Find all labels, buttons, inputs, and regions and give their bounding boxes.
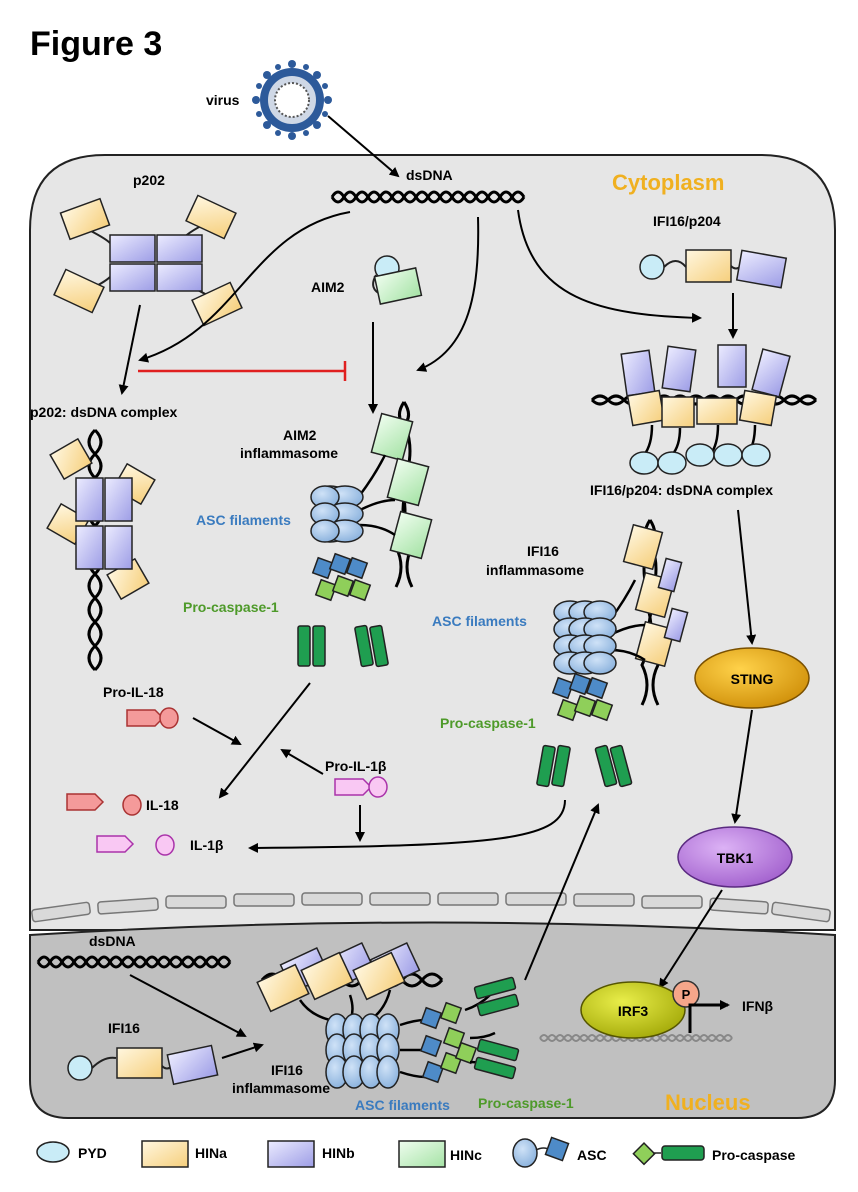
legend: PYD HINa HINb HINc ASC Pro-caspase — [36, 1136, 795, 1168]
pro-il1b-label: Pro-IL-1β — [325, 758, 387, 774]
ifnb-label: IFNβ — [742, 998, 774, 1014]
dsdna-nuc-helix — [36, 955, 232, 969]
il1b-label: IL-1β — [190, 837, 224, 853]
virus-icon — [252, 60, 332, 140]
ifi16-nuc-inflammasome-label-2: inflammasome — [232, 1080, 330, 1096]
p202-label: p202 — [133, 172, 165, 188]
pro-il18-icon — [126, 707, 179, 729]
legend-procaspase-label: Pro-caspase — [712, 1147, 795, 1163]
ifi16-inflammasome-label-2: inflammasome — [486, 562, 584, 578]
aim2-inflammasome-label-1: AIM2 — [283, 427, 317, 443]
aim2-protein — [372, 255, 423, 305]
legend-hinc-label: HINc — [450, 1147, 482, 1163]
dsdna-to-ifi16-complex-arrow — [517, 209, 702, 323]
aim2-to-il18-arrow — [218, 682, 311, 799]
phosphate-badge: P — [672, 980, 700, 1008]
sting-to-tbk1-arrow — [731, 709, 753, 824]
pro-caspase-label-1: Pro-caspase-1 — [183, 599, 279, 615]
asc-filaments-label-2: ASC filaments — [432, 613, 527, 629]
dsdna-to-p202-arrow — [138, 211, 351, 363]
ifi16-nuc-label: IFI16 — [108, 1020, 140, 1036]
p202-to-complex-arrow — [118, 304, 141, 395]
phosphate-label: P — [682, 987, 691, 1002]
dsdna-to-aim2-inflammasome-arrow — [416, 216, 480, 372]
sting-node: STING — [694, 647, 810, 709]
dsdna-top-helix — [330, 190, 526, 204]
p202-tetramer — [53, 194, 243, 327]
ifi16-p204-label: IFI16/p204 — [653, 213, 721, 229]
il1b-icon — [96, 834, 175, 856]
legend-hina-swatch — [141, 1140, 189, 1168]
legend-hina-label: HINa — [195, 1145, 227, 1161]
aim2-label: AIM2 — [311, 279, 345, 295]
ifi16-inflammasome-label-1: IFI16 — [527, 543, 559, 559]
tbk1-label: TBK1 — [717, 850, 754, 866]
legend-asc-swatch — [512, 1136, 570, 1168]
legend-pyd-swatch — [36, 1141, 70, 1163]
pro-caspase-label-2: Pro-caspase-1 — [440, 715, 536, 731]
virus-to-dsdna-arrow — [327, 115, 400, 178]
legend-hinc-swatch — [398, 1140, 446, 1168]
dsdna-nuc-arrow — [129, 974, 247, 1037]
pro-il1b-icon — [334, 776, 388, 798]
sting-label: STING — [731, 671, 774, 687]
pro-il18-arrow — [192, 717, 242, 745]
ifi16-nuc-inflammasome-label-1: IFI16 — [271, 1062, 303, 1078]
ifi16-to-il1b-arrow — [248, 799, 566, 853]
ifi16-p204-complex-label: IFI16/p204: dsDNA complex — [590, 482, 773, 498]
legend-asc-label: ASC — [577, 1147, 607, 1163]
asc-filaments-label-3: ASC filaments — [355, 1097, 450, 1113]
pro-il18-label: Pro-IL-18 — [103, 684, 164, 700]
p202-inhibition-line — [138, 361, 347, 381]
ifi16-nuc-arrow — [221, 1042, 264, 1059]
tbk1-node: TBK1 — [677, 826, 793, 888]
il18-icon — [66, 793, 142, 816]
tbk1-to-irf3-arrow — [658, 889, 723, 989]
legend-procaspase-swatch — [632, 1142, 705, 1166]
complex-to-sting-arrow — [737, 509, 757, 645]
ifi16-p204-protein — [639, 249, 788, 289]
cytoplasm-label: Cytoplasm — [612, 170, 724, 195]
legend-hinb-label: HINb — [322, 1145, 355, 1161]
ifi16-nuc-inflammasome — [256, 941, 520, 1089]
ifi16-nuc-protein — [67, 1044, 219, 1086]
p202-dsdna-complex — [46, 428, 156, 672]
transcription-arrow — [688, 1000, 730, 1033]
dsdna-nuc-label: dsDNA — [89, 933, 136, 949]
nucleus-label: Nucleus — [665, 1090, 751, 1115]
nuc-to-cyto-arrow — [524, 803, 600, 981]
dsdna-top-label: dsDNA — [406, 167, 453, 183]
figure-title: Figure 3 — [30, 25, 162, 63]
ifi16-inflammasome-cyto — [536, 519, 689, 788]
il18-label: IL-18 — [146, 797, 179, 813]
ifi16-dsdna-complex — [590, 344, 818, 475]
irf3-node: IRF3 — [580, 981, 686, 1039]
legend-pyd-label: PYD — [78, 1145, 107, 1161]
aim2-inflammasome-label-2: inflammasome — [240, 445, 338, 461]
pro-il1b-arrow-up — [280, 748, 324, 775]
legend-hinb-swatch — [267, 1140, 315, 1168]
nuclear-envelope — [31, 892, 831, 923]
aim2-inflammasome — [297, 401, 433, 668]
irf3-label: IRF3 — [618, 1003, 649, 1019]
pro-caspase-label-3: Pro-caspase-1 — [478, 1095, 574, 1111]
p202-complex-label: p202: dsDNA complex — [30, 404, 178, 420]
virus-label: virus — [206, 92, 240, 108]
asc-filaments-label-1: ASC filaments — [196, 512, 291, 528]
